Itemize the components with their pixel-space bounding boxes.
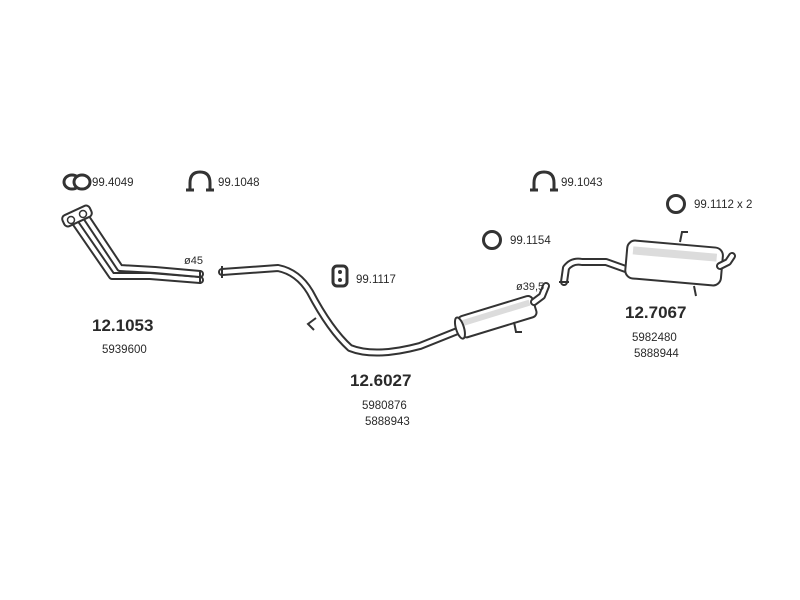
- part-number: 12.6027: [350, 371, 411, 390]
- clamp-icon: [186, 170, 214, 192]
- accessory-code: 99.1154: [510, 235, 551, 247]
- accessory-code: 99.1048: [218, 177, 260, 189]
- accessory-code: 99.4049: [92, 177, 134, 189]
- ring-gasket-icon: [482, 230, 502, 250]
- clamp-icon: [530, 170, 558, 192]
- rear-muffler: [559, 231, 736, 297]
- part-number: 12.1053: [92, 316, 153, 335]
- oem-number: 5980876: [362, 400, 407, 412]
- oem-number: 5982480: [632, 332, 677, 344]
- ring-gasket-icon: [666, 194, 686, 214]
- rubber-mount-icon: [331, 264, 349, 288]
- oem-number: 5939600: [102, 344, 147, 356]
- oem-number: 5888943: [365, 416, 410, 428]
- accessory-code: 99.1043: [561, 177, 603, 189]
- dimension-label: ø45: [184, 255, 203, 267]
- front-downpipe: [61, 204, 204, 284]
- part-number: 12.7067: [625, 303, 686, 322]
- double-gasket-icon: [62, 173, 92, 191]
- middle-pipe-with-muffler: [218, 264, 550, 357]
- dimension-label: ø39,5: [516, 281, 544, 293]
- accessory-code: 99.1117: [356, 274, 396, 286]
- accessory-code: 99.1112 x 2: [694, 199, 752, 211]
- oem-number: 5888944: [634, 348, 679, 360]
